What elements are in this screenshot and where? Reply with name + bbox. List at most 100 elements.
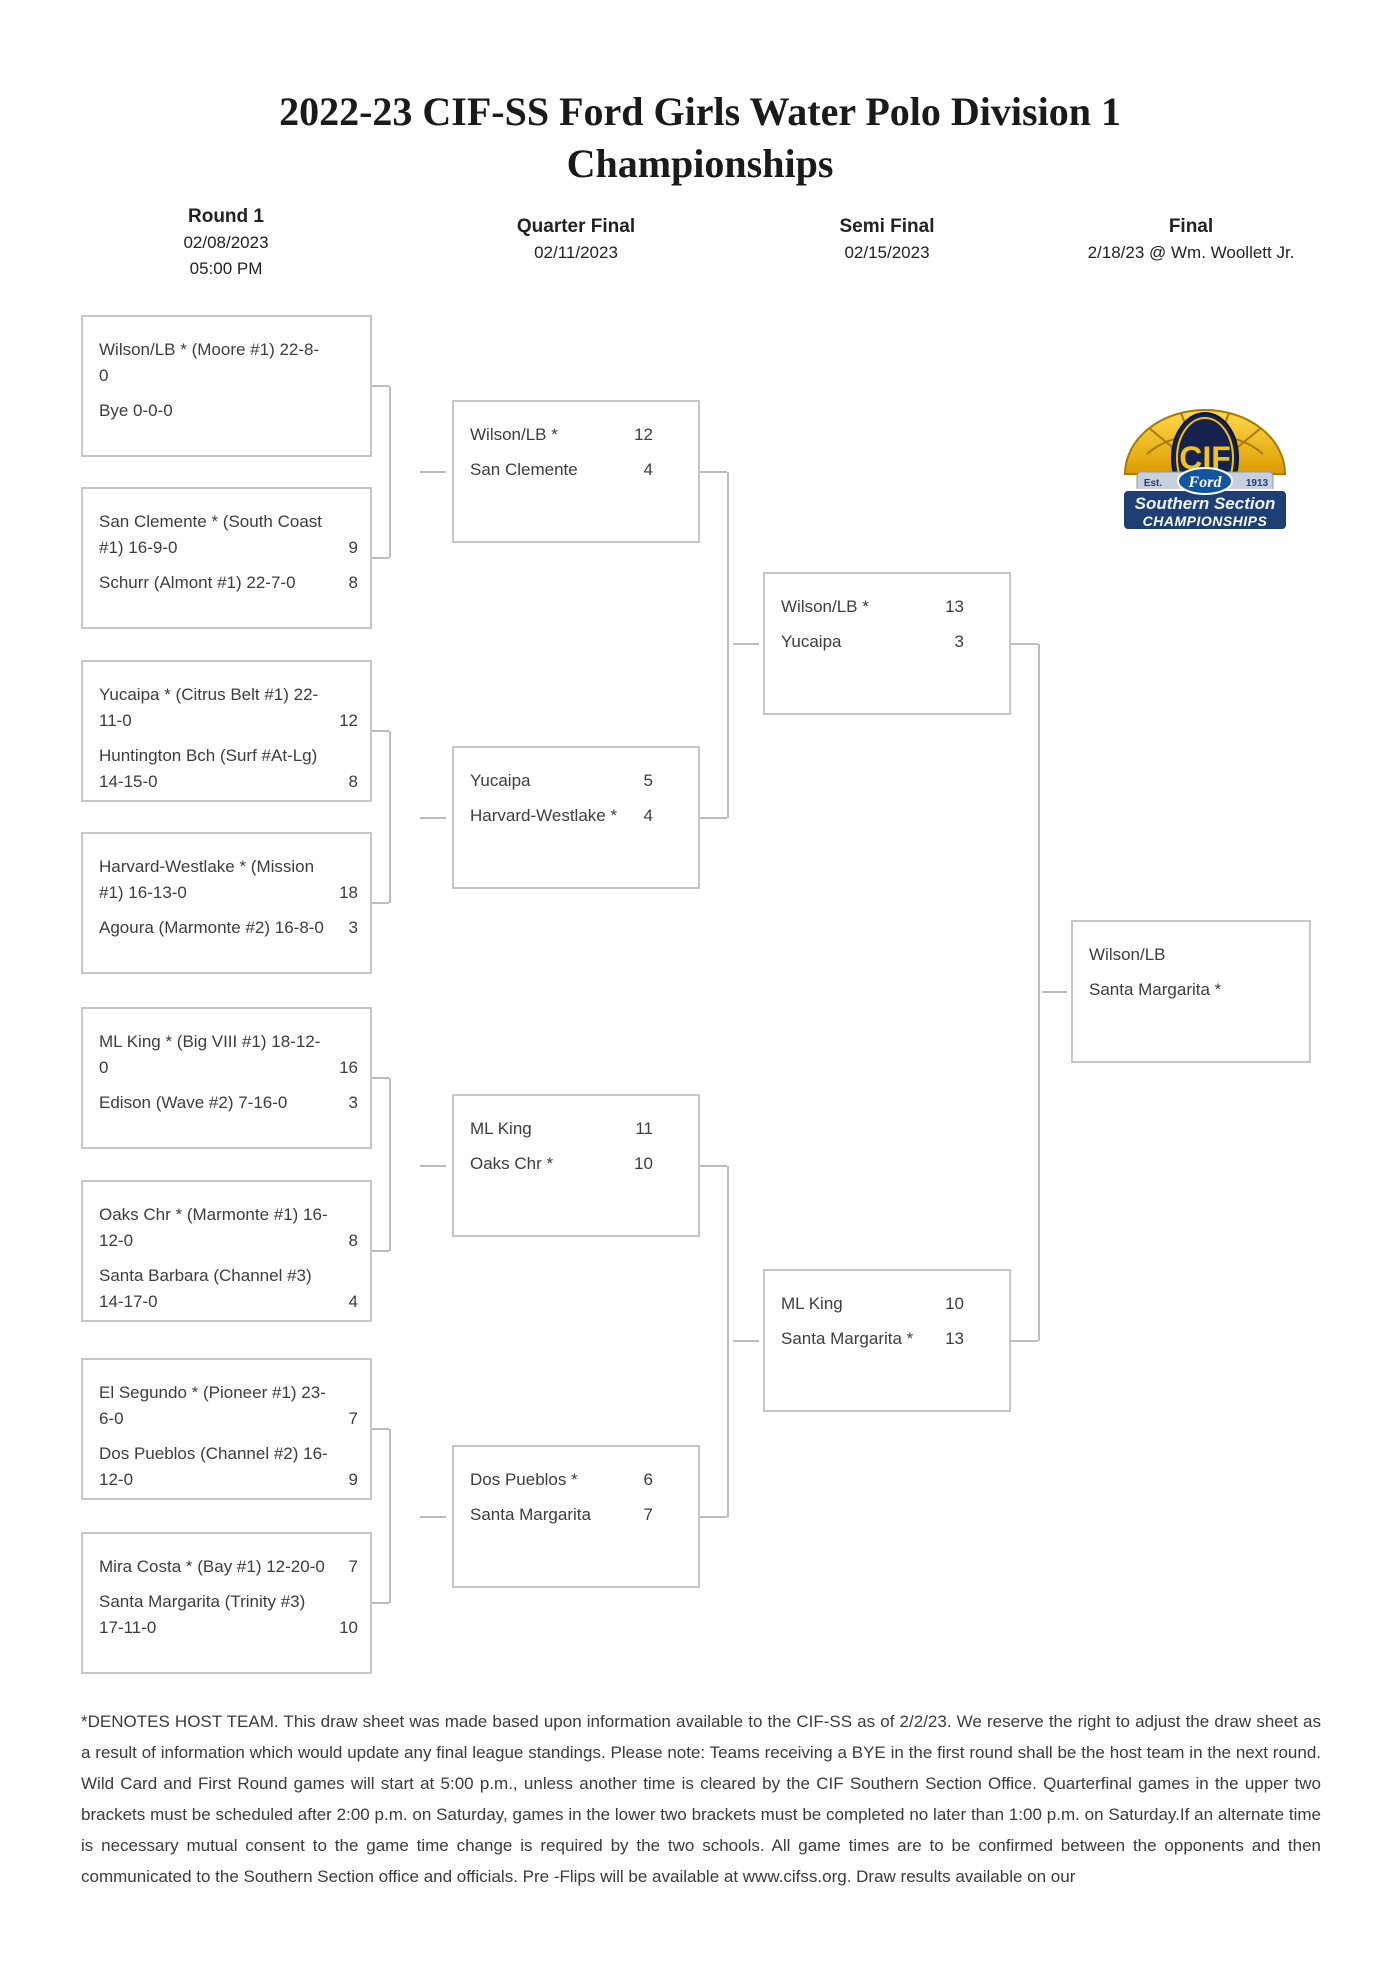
team-name: Santa Margarita (Trinity #3) 17-11-0 — [99, 1592, 306, 1637]
team-name: San Clemente — [470, 460, 578, 479]
team-score: 4 — [348, 1292, 358, 1311]
bracket-connector — [1042, 990, 1067, 993]
team-score: 9 — [348, 538, 358, 557]
team-score: 5 — [643, 771, 653, 790]
page-title-line1: 2022-23 CIF-SS Ford Girls Water Polo Div… — [279, 89, 1121, 134]
team-row: Wilson/LB * (Moore #1) 22-8-0 — [99, 337, 358, 389]
bracket-connector — [1038, 643, 1040, 1341]
team-name: Santa Margarita * — [781, 1329, 914, 1348]
team-name: Schurr (Almont #1) 22-7-0 — [99, 573, 296, 592]
bracket-connector — [420, 470, 446, 473]
round1-label: Round 1 — [188, 206, 264, 227]
team-score: 12 — [339, 711, 358, 730]
team-row: Dos Pueblos * 6 — [470, 1467, 653, 1493]
team-name: Oaks Chr * (Marmonte #1) 16-12-0 — [99, 1205, 328, 1250]
column-header-quarterfinal: Quarter Final 02/11/2023 — [517, 214, 635, 266]
column-header-round1: Round 1 02/08/2023 05:00 PM — [183, 204, 268, 282]
bracket-connector — [700, 816, 727, 819]
bracket-connector — [727, 471, 729, 818]
bracket-connector — [700, 1515, 727, 1518]
team-row: Santa Margarita * 13 — [781, 1326, 964, 1352]
bracket-connector — [372, 1077, 389, 1079]
team-row: Santa Margarita * — [1089, 977, 1264, 1003]
final-label: Final — [1168, 216, 1214, 237]
team-row: Yucaipa * (Citrus Belt #1) 22-11-0 12 — [99, 682, 358, 734]
team-score: 16 — [339, 1058, 358, 1077]
year-text: 1913 — [1246, 478, 1269, 489]
bracket-connector — [420, 816, 446, 819]
team-row: Oaks Chr * 10 — [470, 1151, 653, 1177]
bracket-connector — [372, 730, 389, 732]
team-name: Wilson/LB * — [781, 597, 869, 616]
team-score: 10 — [634, 1154, 653, 1173]
team-score: 8 — [348, 1231, 358, 1250]
team-score: 6 — [643, 1470, 653, 1489]
bracket-connector — [1011, 1339, 1038, 1342]
team-name: Agoura (Marmonte #2) 16-8-0 — [99, 918, 324, 937]
page-title-line2: Championships — [566, 141, 834, 186]
team-name: Bye 0-0-0 — [99, 401, 173, 420]
cif-ss-championships-logo: CIF Est. 1913 Ford Southern Section CHAM… — [1122, 409, 1288, 531]
team-name: ML King — [781, 1294, 843, 1313]
team-score: 18 — [339, 883, 358, 902]
round1-date: 02/08/2023 — [183, 233, 269, 252]
team-score: 7 — [348, 1557, 358, 1576]
team-row: ML King * (Big VIII #1) 18-12-0 16 — [99, 1029, 358, 1081]
final-date: 2/18/23 @ Wm. Woollett Jr. — [1087, 243, 1295, 262]
bracket-connector — [389, 1078, 391, 1251]
team-score: 13 — [945, 1329, 964, 1348]
team-name: Santa Barbara (Channel #3) 14-17-0 — [99, 1266, 312, 1311]
footer-disclaimer: *DENOTES HOST TEAM. This draw sheet was … — [81, 1712, 1321, 1886]
team-row: Wilson/LB — [1089, 942, 1264, 968]
team-score: 13 — [945, 597, 964, 616]
team-row: San Clemente * (South Coast #1) 16-9-0 9 — [99, 509, 358, 561]
championships-text: CHAMPIONSHIPS — [1143, 513, 1268, 529]
team-score: 3 — [954, 632, 964, 651]
team-row: Bye 0-0-0 — [99, 398, 358, 424]
semifinal-date: 02/15/2023 — [844, 243, 930, 262]
team-name: Yucaipa — [470, 771, 531, 790]
bracket-connector — [372, 902, 389, 904]
semifinal-label: Semi Final — [839, 216, 935, 237]
quarterfinal-label: Quarter Final — [516, 216, 636, 237]
column-header-semifinal: Semi Final 02/15/2023 — [839, 214, 934, 266]
team-name: San Clemente * (South Coast #1) 16-9-0 — [99, 512, 323, 557]
team-name: Dos Pueblos * — [470, 1470, 578, 1489]
bracket-connector — [372, 1250, 389, 1252]
team-row: Wilson/LB * 13 — [781, 594, 964, 620]
team-score: 12 — [634, 425, 653, 444]
team-name: Dos Pueblos (Channel #2) 16-12-0 — [99, 1444, 328, 1489]
team-name: Yucaipa * (Citrus Belt #1) 22-11-0 — [99, 685, 319, 730]
bracket-connector — [389, 1429, 391, 1603]
team-name: ML King — [470, 1119, 532, 1138]
team-row: Oaks Chr * (Marmonte #1) 16-12-0 8 — [99, 1202, 358, 1254]
team-name: Wilson/LB — [1089, 945, 1166, 964]
team-name: Oaks Chr * — [470, 1154, 554, 1173]
team-name: ML King * (Big VIII #1) 18-12-0 — [99, 1032, 321, 1077]
team-name: Yucaipa — [781, 632, 842, 651]
team-row: Harvard-Westlake *4 — [470, 803, 653, 829]
bracket-connector — [372, 1428, 389, 1430]
bracket-connector — [733, 1339, 759, 1342]
bracket-connector — [700, 470, 727, 473]
